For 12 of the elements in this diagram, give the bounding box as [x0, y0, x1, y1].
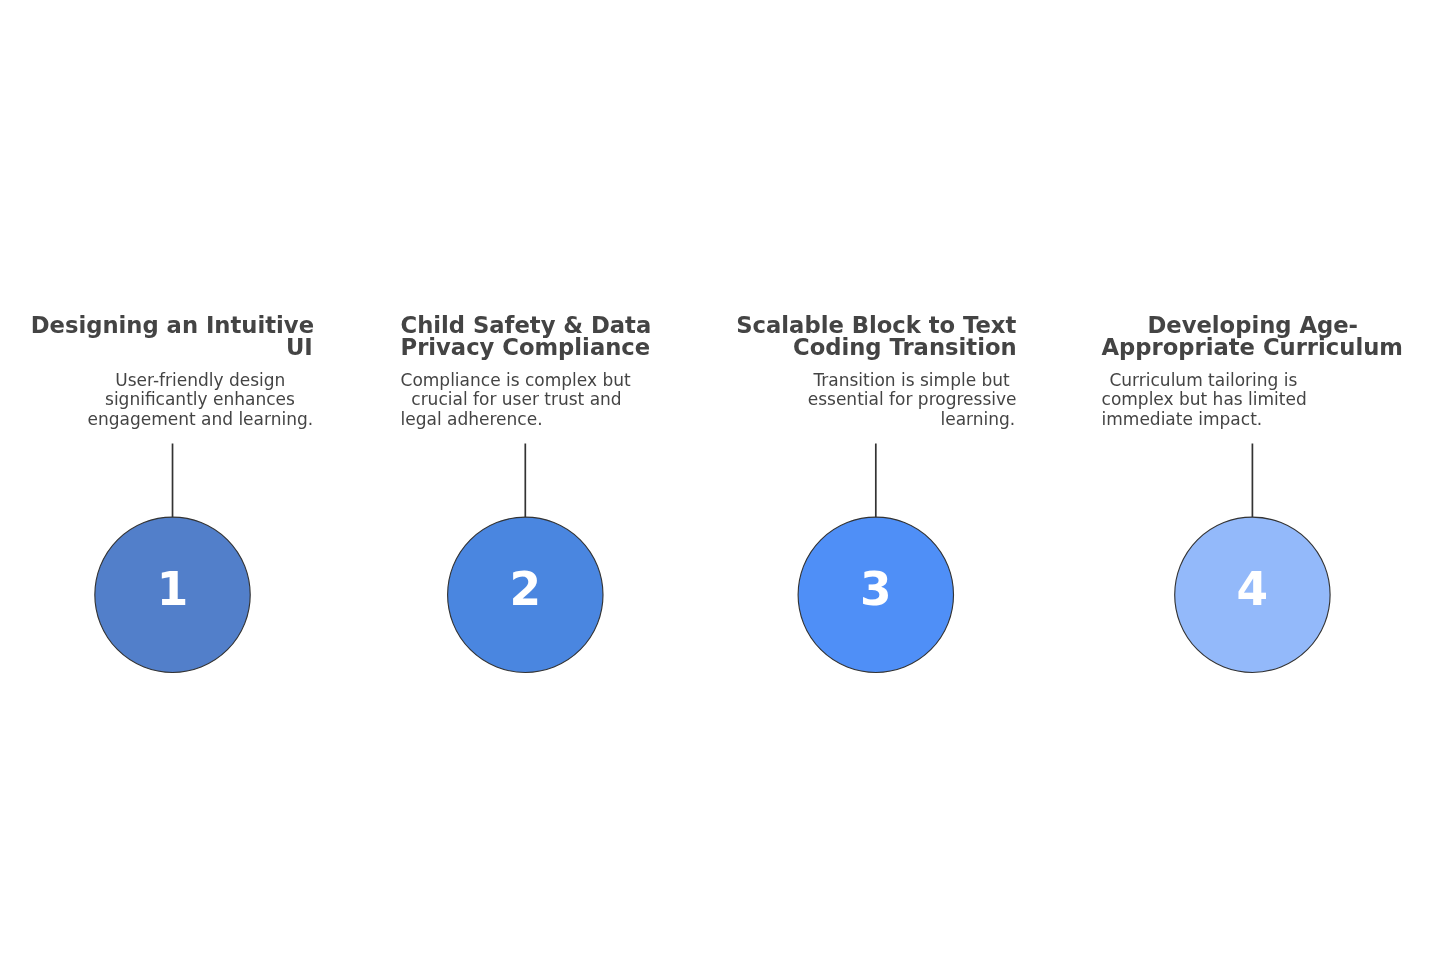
node-circle: 4	[1174, 516, 1331, 674]
node-circle: 3	[797, 516, 955, 674]
node-text: Designing an Intuitive UI User-friendly design significantly enhances engagement and learning.	[30, 311, 315, 429]
node-circle: 1	[94, 516, 251, 674]
connector	[171, 442, 174, 518]
node-text: Scalable Block to Text Coding Transition Transition is simple but essential for progressive learning.	[736, 311, 1017, 429]
node-text: Child Safety & Data Privacy Compliance Compliance is complex but crucial for user trust and legal adherence.	[400, 311, 652, 429]
connector	[1251, 442, 1254, 518]
connector	[874, 442, 877, 518]
node-text: Developing Age-Appropriate Curriculum Curriculum tailoring is complex but has limited immediate impact.	[1101, 311, 1403, 429]
node-circle: 2	[447, 516, 604, 674]
connector	[524, 442, 527, 518]
